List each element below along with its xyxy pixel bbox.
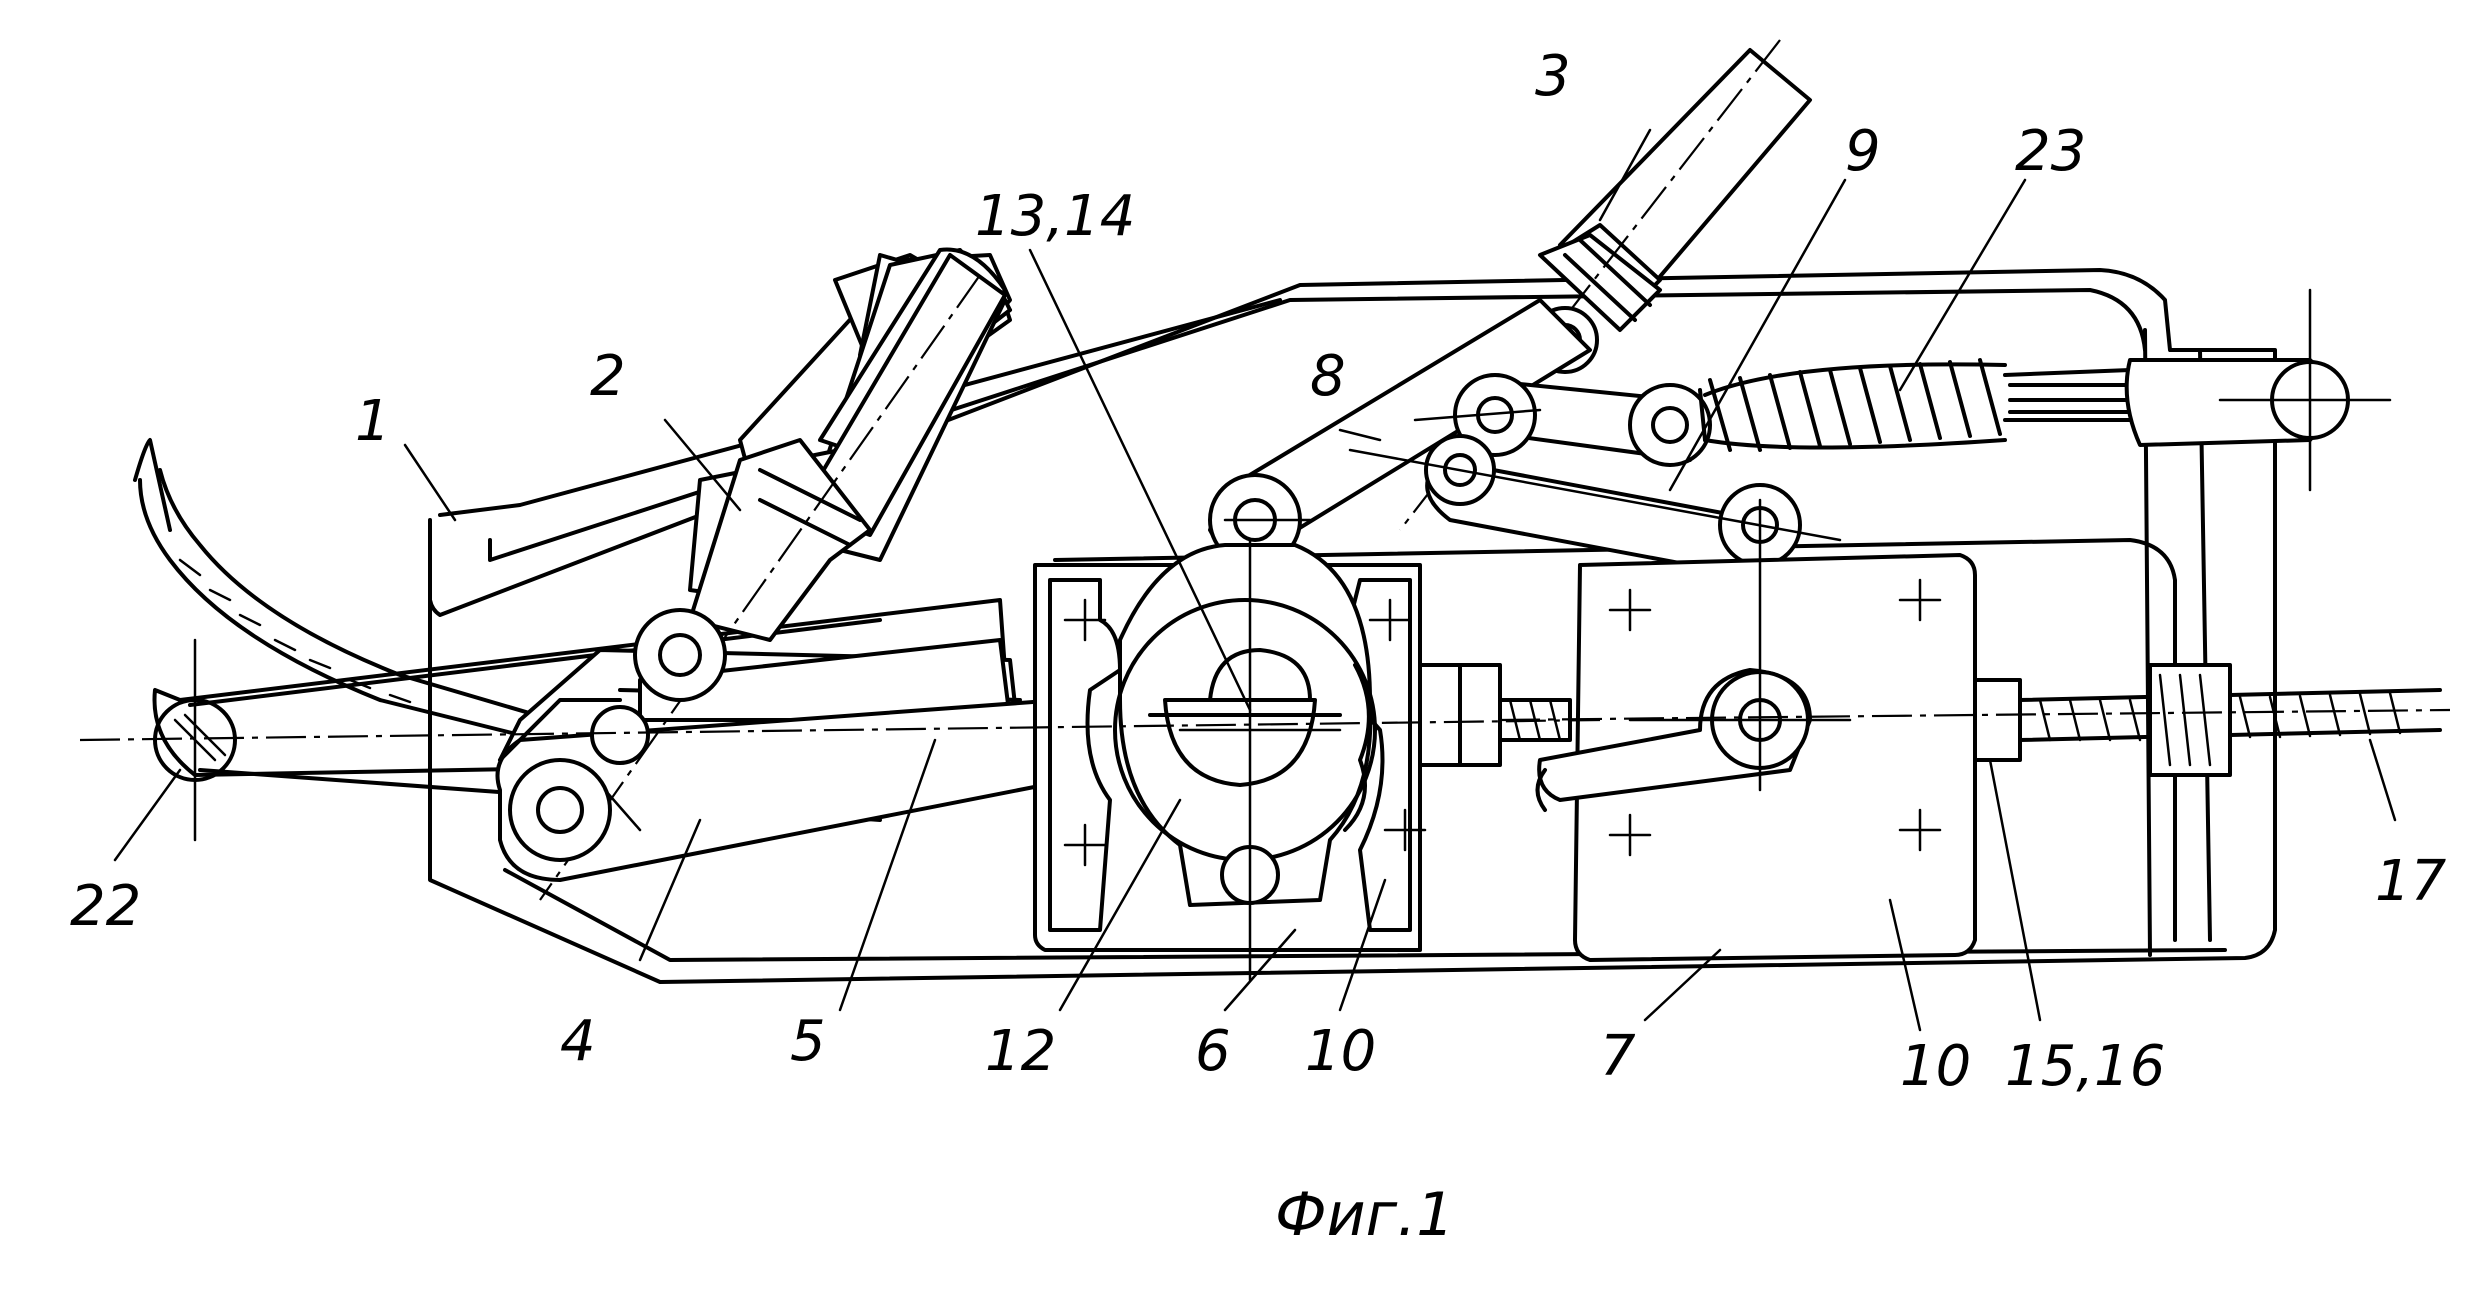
label-4: 4 — [560, 1009, 596, 1074]
label-9: 9 — [1845, 119, 1881, 184]
leader-lines — [113, 128, 2397, 1032]
main-centerline — [79, 718, 1601, 742]
label-22: 22 — [70, 874, 141, 939]
block-7 — [1535, 498, 1977, 962]
label-7: 7 — [1600, 1024, 1636, 1089]
block-6 — [1033, 538, 1427, 982]
label-1: 1 — [355, 389, 391, 454]
label-13-14: 13,14 — [975, 184, 1135, 249]
label-10-right: 10 — [1900, 1034, 1971, 1099]
label-6: 6 — [1195, 1019, 1231, 1084]
label-3: 3 — [1535, 44, 1571, 109]
label-8: 8 — [1310, 344, 1346, 409]
label-23: 23 — [2015, 119, 2086, 184]
label-12: 12 — [985, 1019, 1056, 1084]
label-2: 2 — [590, 344, 626, 409]
label-5: 5 — [790, 1009, 826, 1074]
label-15-16: 15,16 — [2005, 1034, 2165, 1099]
figure-caption: Фиг.1 — [1275, 1180, 1454, 1250]
left-pins — [498, 608, 727, 862]
labels: 1 2 3 4 5 6 7 8 9 10 10 12 13,14 15,16 1… — [70, 44, 2447, 1099]
right-cable — [1499, 663, 2451, 777]
label-17: 17 — [2375, 849, 2447, 914]
spring-23 — [1698, 288, 2392, 492]
label-10-left: 10 — [1305, 1019, 1376, 1084]
link-9 — [1348, 373, 1842, 582]
shaft-connector — [1418, 663, 1572, 767]
handle-2-drawn — [539, 253, 1007, 901]
